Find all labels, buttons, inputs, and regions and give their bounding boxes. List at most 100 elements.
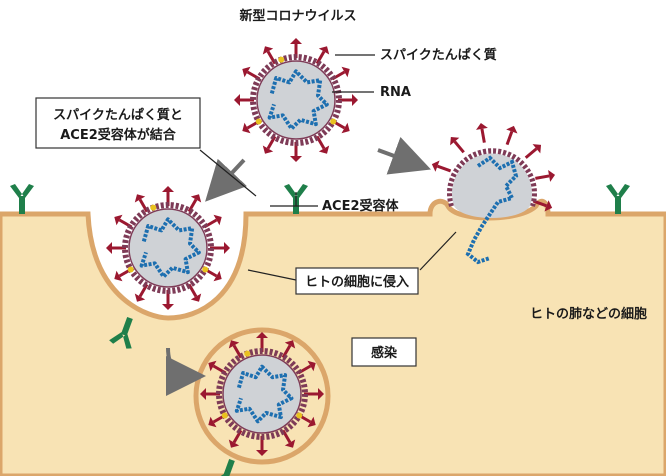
- binding-label-line2: ACE2受容体が結合: [60, 127, 177, 143]
- spike-head: [318, 388, 324, 400]
- spike-head: [341, 122, 350, 134]
- spike-head: [228, 439, 240, 448]
- virus-envelope: [250, 54, 342, 146]
- spike-head: [256, 450, 268, 456]
- spike-protein: [266, 50, 277, 65]
- invade-label: ヒトの細胞に侵入: [305, 274, 409, 290]
- rna-label: RNA: [380, 85, 411, 100]
- envelope-marker: [296, 412, 303, 419]
- spike-protein: [266, 135, 277, 150]
- spike-head: [190, 194, 202, 203]
- spike-protein: [138, 283, 149, 298]
- spike-head: [228, 340, 240, 349]
- spike-head: [341, 66, 350, 78]
- spike-head: [242, 66, 251, 78]
- envelope-marker: [221, 412, 228, 419]
- spike-head: [290, 156, 302, 162]
- spike-protein: [436, 164, 452, 173]
- leader-invade-a: [247, 269, 297, 281]
- spike-protein: [232, 429, 243, 444]
- virus-free: [234, 38, 358, 162]
- spike-protein: [524, 147, 538, 159]
- spike-head: [431, 160, 440, 172]
- ace2-receptor: [109, 316, 133, 349]
- spike-head: [162, 304, 174, 310]
- invade-box: [295, 267, 419, 295]
- spike-head: [224, 242, 230, 254]
- virus-core: [452, 153, 532, 218]
- spike-head: [114, 214, 123, 226]
- spike-head: [262, 145, 274, 154]
- spike-protein: [480, 128, 486, 143]
- spike-head: [256, 332, 268, 338]
- spike-head: [208, 416, 217, 428]
- envelope-marker: [330, 118, 337, 125]
- title-label: 新型コロナウイルス: [239, 8, 356, 24]
- spike-protein: [453, 140, 465, 154]
- spike-head: [106, 242, 112, 254]
- spike-head: [262, 46, 274, 55]
- virus-envelope: [216, 348, 308, 440]
- spike-head: [544, 200, 553, 212]
- lung-cell-label: ヒトの肺などの細胞: [530, 306, 647, 322]
- binding-label-line1: スパイクたんぱく質と: [53, 107, 183, 123]
- spike-head: [284, 439, 296, 448]
- spike-head: [134, 194, 146, 203]
- spike-protein: [187, 283, 198, 298]
- envelope-marker: [202, 266, 209, 273]
- ace2-receptor: [211, 458, 235, 476]
- spike-head: [114, 270, 123, 282]
- spike-protein: [315, 135, 326, 150]
- spike-protein: [281, 344, 292, 359]
- leader-binding: [199, 149, 257, 197]
- ace2-receptor: [10, 184, 34, 214]
- spike-head: [476, 122, 488, 130]
- spike-head: [506, 125, 518, 134]
- spike-head: [162, 186, 174, 192]
- rna-released: [465, 155, 519, 265]
- spike-head: [213, 270, 222, 282]
- envelope-marker: [150, 204, 157, 211]
- infection-label: 感染: [371, 345, 398, 361]
- spike-protein: [505, 130, 514, 146]
- envelope-marker: [127, 266, 134, 273]
- spike-protein: [535, 174, 550, 180]
- spike-head: [450, 136, 460, 146]
- spike-head: [208, 360, 217, 372]
- spike-protein: [187, 198, 198, 213]
- spike-head: [190, 293, 202, 302]
- spike-head: [284, 340, 296, 349]
- binding-box: [35, 97, 201, 149]
- spike-head: [213, 214, 222, 226]
- spike-head: [532, 144, 542, 154]
- spike-protein: [315, 50, 326, 65]
- arrow-to-fusion: [377, 136, 432, 175]
- ace2-label: ACE2受容体: [322, 198, 400, 214]
- spike-head: [318, 46, 330, 55]
- virus-envelope: [447, 148, 537, 207]
- virus-in-endosome: [200, 332, 324, 456]
- cell-body: [0, 198, 666, 476]
- rna-strand: [139, 217, 201, 279]
- envelope-marker: [278, 56, 285, 63]
- ace2-receptor: [606, 184, 630, 214]
- spike-head: [290, 38, 302, 44]
- virus-envelope: [122, 202, 214, 294]
- spike-head: [307, 360, 316, 372]
- spike-head: [307, 416, 316, 428]
- spike-label: スパイクたんぱく質: [380, 47, 497, 63]
- envelope-marker: [255, 118, 262, 125]
- leader-invade-b: [419, 231, 457, 271]
- spike-head: [548, 170, 556, 182]
- spike-head: [318, 145, 330, 154]
- spike-head: [134, 293, 146, 302]
- arrow-to-endosome: [165, 347, 206, 396]
- spike-protein: [232, 344, 243, 359]
- spike-head: [352, 94, 358, 106]
- virus-fusing: [431, 122, 556, 265]
- virus-binding: [106, 186, 230, 310]
- spike-head: [234, 94, 240, 106]
- envelope-marker: [244, 350, 251, 357]
